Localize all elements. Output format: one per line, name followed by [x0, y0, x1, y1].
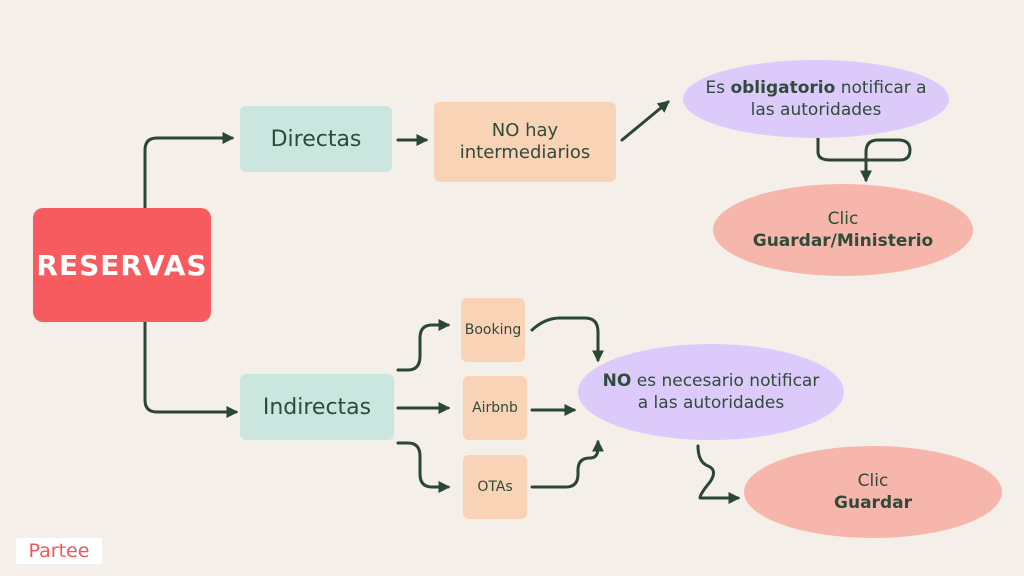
booking-label: Booking	[464, 322, 522, 338]
arrow-detail-to-notice	[620, 100, 670, 142]
detail-line-1: NO hay	[491, 119, 559, 141]
ministerio-line-2: Guardar/Ministerio	[752, 231, 934, 251]
obligatorio-pre: Es	[705, 77, 731, 98]
obligatorio-line-1: Es obligatorio notificar a	[705, 77, 926, 99]
obligatorio-line-2: las autoridades	[750, 100, 882, 120]
node-clic-guardar: Clic Guardar	[744, 446, 1002, 538]
partee-logo-text: Partee	[28, 540, 90, 562]
airbnb-label: Airbnb	[472, 400, 518, 416]
node-no-necesario-notificar: NO es necesario notificar a las autorida…	[578, 344, 844, 440]
node-otas: OTAs	[463, 455, 527, 519]
arrow-otas-to-notice	[530, 439, 604, 489]
root-node-reservas: RESERVAS	[33, 208, 211, 322]
arrow-root-to-directas	[143, 132, 235, 210]
no-necesario-bold: NO	[602, 370, 632, 391]
node-indirectas: Indirectas	[240, 374, 394, 440]
node-directas: Directas	[240, 106, 392, 172]
no-necesario-line-2: a las autoridades	[637, 393, 785, 413]
ministerio-line-1: Clic	[827, 208, 859, 229]
node-booking: Booking	[461, 298, 525, 362]
node-airbnb: Airbnb	[463, 376, 527, 440]
indirectas-label: Indirectas	[262, 394, 372, 420]
arrow-root-to-indirectas	[143, 320, 239, 418]
root-label: RESERVAS	[36, 248, 208, 282]
arrow-notice-to-action	[816, 136, 912, 183]
node-obligatorio-notificar: Es obligatorio notificar a las autoridad…	[683, 60, 949, 138]
guardar-line-1: Clic	[857, 470, 889, 491]
otas-label: OTAs	[477, 479, 513, 495]
arrow-indirectas-to-otas	[396, 441, 451, 493]
no-necesario-line-1: NO es necesario notificar	[603, 370, 820, 392]
partee-logo: Partee	[16, 538, 102, 564]
arrow-notice-to-guardar	[696, 444, 741, 504]
obligatorio-post: notificar a	[835, 77, 927, 98]
obligatorio-bold: obligatorio	[730, 77, 836, 98]
node-no-intermediarios: NO hay intermediarios	[434, 102, 616, 182]
no-necesario-rest: es necesario notificar	[631, 370, 820, 391]
guardar-line-2: Guardar	[834, 493, 912, 513]
node-clic-guardar-ministerio: Clic Guardar/Ministerio	[713, 184, 973, 276]
arrow-indirectas-to-booking	[396, 319, 451, 372]
arrow-booking-to-notice	[530, 316, 604, 363]
directas-label: Directas	[270, 126, 362, 152]
detail-line-2: intermediarios	[459, 142, 591, 163]
